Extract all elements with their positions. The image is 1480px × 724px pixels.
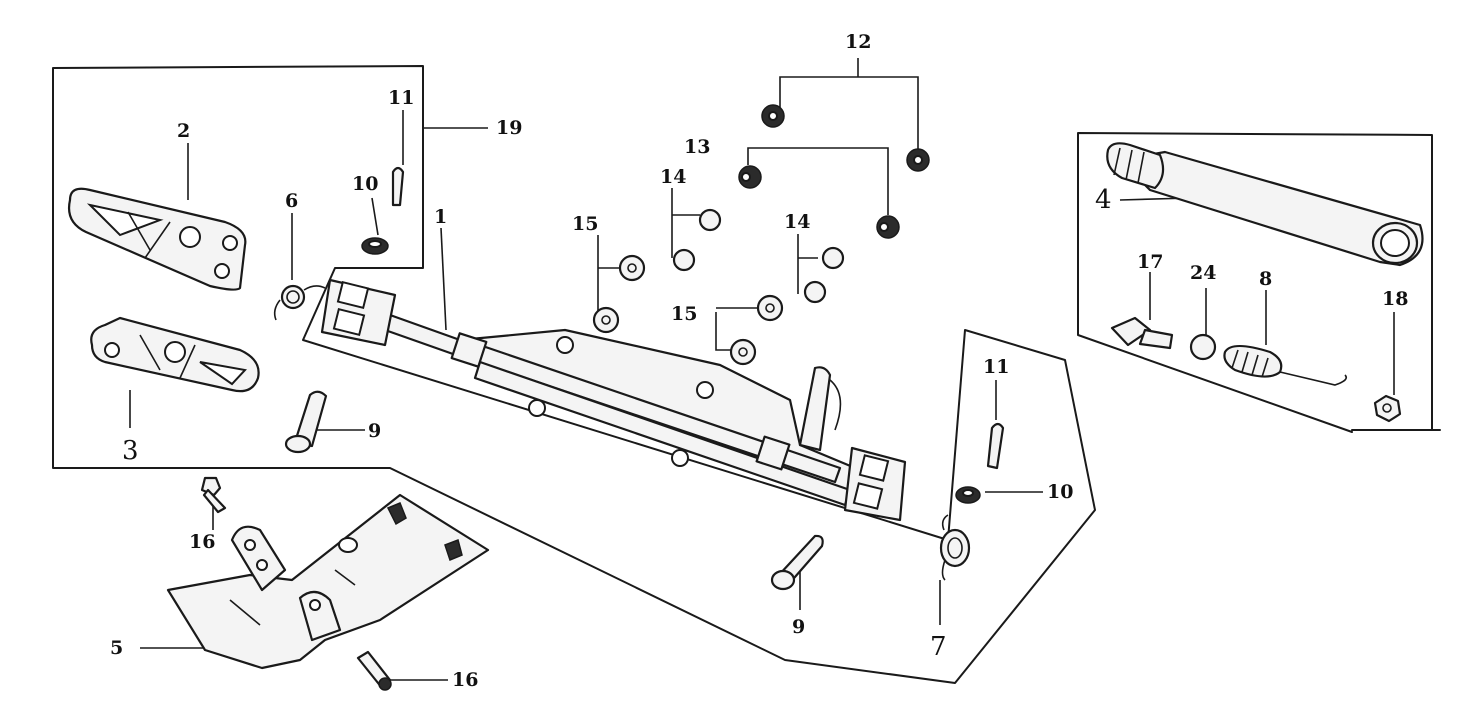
bolt-17 <box>1110 316 1174 350</box>
frame-mount-plate-right <box>843 446 907 522</box>
callout-labels: 19 2 3 6 1 11 10 9 12 13 14 14 15 15 4 1… <box>110 31 1408 691</box>
footrest-bracket-upper <box>68 187 247 291</box>
spring-6 <box>273 284 326 321</box>
pin-9-left <box>284 390 328 454</box>
callout-18: 18 <box>1382 288 1408 310</box>
callout-4: 4 <box>1095 185 1112 215</box>
sidestand-group-boundary <box>1077 132 1441 433</box>
leader-lines <box>129 58 1395 681</box>
pin-9-right <box>770 534 824 591</box>
callout-1: 1 <box>434 206 447 228</box>
cotter-pin-11-lower <box>986 422 1005 470</box>
callout-11-lower: 11 <box>983 356 1009 378</box>
callout-15-left: 15 <box>572 213 598 235</box>
washer-24 <box>1189 333 1217 361</box>
washer-14-a <box>672 208 722 272</box>
callout-11-upper: 11 <box>388 87 414 109</box>
callout-9-left: 9 <box>368 420 381 442</box>
spring-7 <box>939 514 971 581</box>
callout-6: 6 <box>285 190 298 212</box>
callout-19: 19 <box>496 117 522 139</box>
callout-5: 5 <box>110 637 123 659</box>
callout-14-right: 14 <box>784 211 810 233</box>
callout-24: 24 <box>1190 262 1216 284</box>
callout-12: 12 <box>845 31 871 53</box>
callout-16-upper: 16 <box>189 531 215 553</box>
footrest-group-boundary <box>52 65 1096 684</box>
nut-18 <box>1373 394 1402 423</box>
nut-12-right <box>906 148 930 172</box>
washer-10-lower <box>955 486 981 504</box>
callout-16-lower: 16 <box>452 669 478 691</box>
nut-12-left <box>761 104 785 128</box>
callout-10-lower: 10 <box>1047 481 1073 503</box>
footrest-bracket-lower <box>90 316 260 393</box>
callout-13: 13 <box>684 136 710 158</box>
callout-3: 3 <box>122 436 139 466</box>
washer-15-a <box>592 254 646 334</box>
washer-14-b <box>803 246 845 304</box>
nut-13-right <box>876 215 900 239</box>
side-stand-arm-4 <box>1106 142 1424 267</box>
washer-10-upper <box>361 237 389 255</box>
nut-13-left <box>738 165 762 189</box>
bolt-16-lower <box>356 650 392 691</box>
cotter-pin-11-upper <box>391 166 405 207</box>
spring-8 <box>1223 344 1348 386</box>
callout-14-left: 14 <box>660 166 686 188</box>
washer-15-b <box>729 294 784 366</box>
callout-17: 17 <box>1137 251 1163 273</box>
callout-7: 7 <box>930 632 947 662</box>
callout-8: 8 <box>1259 268 1272 290</box>
frame-mount-plate-left <box>320 278 397 347</box>
callout-10-upper: 10 <box>352 173 378 195</box>
main-stand-frame <box>383 313 862 507</box>
callout-9-right: 9 <box>792 616 805 638</box>
callout-15-right: 15 <box>671 303 697 325</box>
bolt-16-upper <box>200 476 227 514</box>
callout-2: 2 <box>177 120 190 142</box>
skid-plate-5 <box>166 493 490 670</box>
